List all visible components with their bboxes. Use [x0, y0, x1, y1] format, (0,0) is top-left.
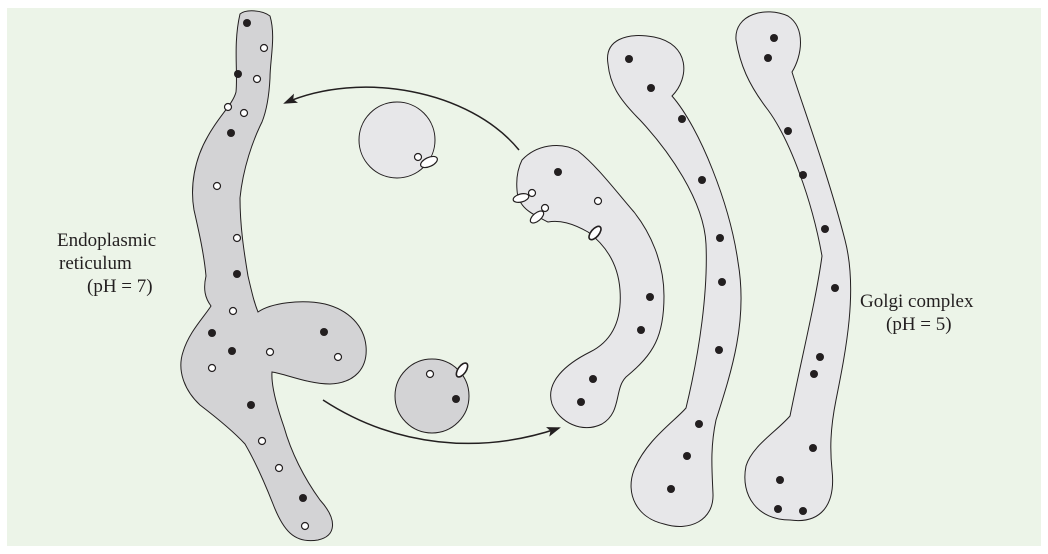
er-label-line1: Endoplasmic [57, 230, 157, 251]
er-label-line2: reticulum [59, 253, 132, 274]
anterograde-arrow [322, 399, 561, 445]
golgi-cis-cargo [512, 168, 654, 406]
golgi-trans-cargo [764, 34, 839, 515]
er-label: Endoplasmic reticulum (pH = 7) [57, 229, 156, 298]
anterograde-vesicle [394, 358, 470, 434]
golgi-medial-cisterna [607, 35, 742, 527]
er-open-cargo [207, 43, 343, 531]
retrograde-vesicle [358, 101, 438, 179]
golgi-label: Golgi complex (pH = 5) [860, 290, 973, 336]
golgi-cis-cisterna [516, 145, 665, 429]
er-ph-label: (pH = 7) [87, 276, 153, 297]
er-filled-cargo [208, 19, 328, 502]
golgi-trans-cisterna [735, 11, 852, 522]
endoplasmic-reticulum [180, 10, 367, 542]
diagram-panel [7, 8, 1041, 546]
retrograde-arrow [283, 86, 520, 151]
golgi-medial-cargo [625, 55, 726, 493]
golgi-label-line1: Golgi complex [860, 291, 974, 312]
golgi-ph-label: (pH = 5) [886, 314, 952, 335]
